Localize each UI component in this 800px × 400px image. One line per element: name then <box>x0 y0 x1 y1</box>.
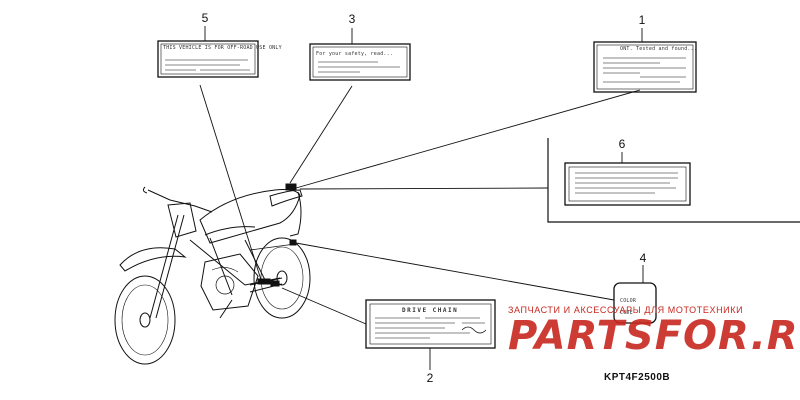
label-5-sticker[interactable] <box>157 40 259 78</box>
callout-4: 4 <box>639 251 647 265</box>
label-2-title: DRIVE CHAIN <box>402 307 459 314</box>
leader-lines <box>199 26 644 370</box>
label-6-sticker[interactable] <box>564 162 691 206</box>
callout-5: 5 <box>201 11 209 25</box>
motorcycle-illustration <box>114 183 311 365</box>
label-4-line2: CODE <box>620 310 633 316</box>
label-1-sticker[interactable] <box>593 41 697 93</box>
label-4-line1: COLOR <box>620 298 637 304</box>
watermark-logo: PARTSFOR.RU <box>508 313 800 359</box>
callout-6: 6 <box>618 137 626 151</box>
callout-1: 1 <box>638 13 646 27</box>
label-4-sticker[interactable] <box>613 282 657 324</box>
label-3-sticker[interactable] <box>309 43 411 81</box>
label-3-text: For your safety, read... <box>316 51 394 57</box>
callout-3: 3 <box>348 12 356 26</box>
label-6-frame <box>547 138 800 223</box>
label-1-text: ONT. Tested and found... <box>620 46 698 52</box>
diagram-code: KPT4F2500B <box>604 372 671 383</box>
callout-2: 2 <box>426 371 434 385</box>
label-5-text: THIS VEHICLE IS FOR OFF-ROAD USE ONLY <box>163 45 282 51</box>
watermark-tagline: ЗАПЧАСТИ И АКСЕССУАРЫ ДЛЯ МОТОТЕХНИКИ <box>508 305 744 315</box>
